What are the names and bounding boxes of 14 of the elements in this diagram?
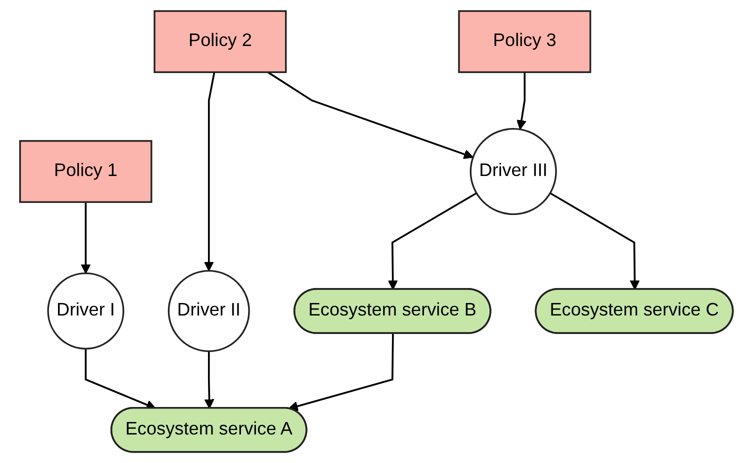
node-box: Policy 3	[458, 10, 592, 74]
arrow	[204, 72, 216, 272]
node-box: Policy 2	[154, 10, 287, 74]
node-circle: Driver I	[47, 272, 124, 350]
arrow	[288, 334, 394, 412]
node-box: Policy 1	[19, 140, 152, 203]
arrow	[550, 192, 640, 290]
arrow	[204, 351, 214, 409]
node-circle: Driver III	[470, 128, 557, 216]
node-circle: Driver II	[168, 270, 250, 352]
arrow	[267, 71, 474, 159]
arrow	[388, 192, 478, 290]
arrow	[80, 202, 91, 274]
arrow	[516, 72, 526, 130]
